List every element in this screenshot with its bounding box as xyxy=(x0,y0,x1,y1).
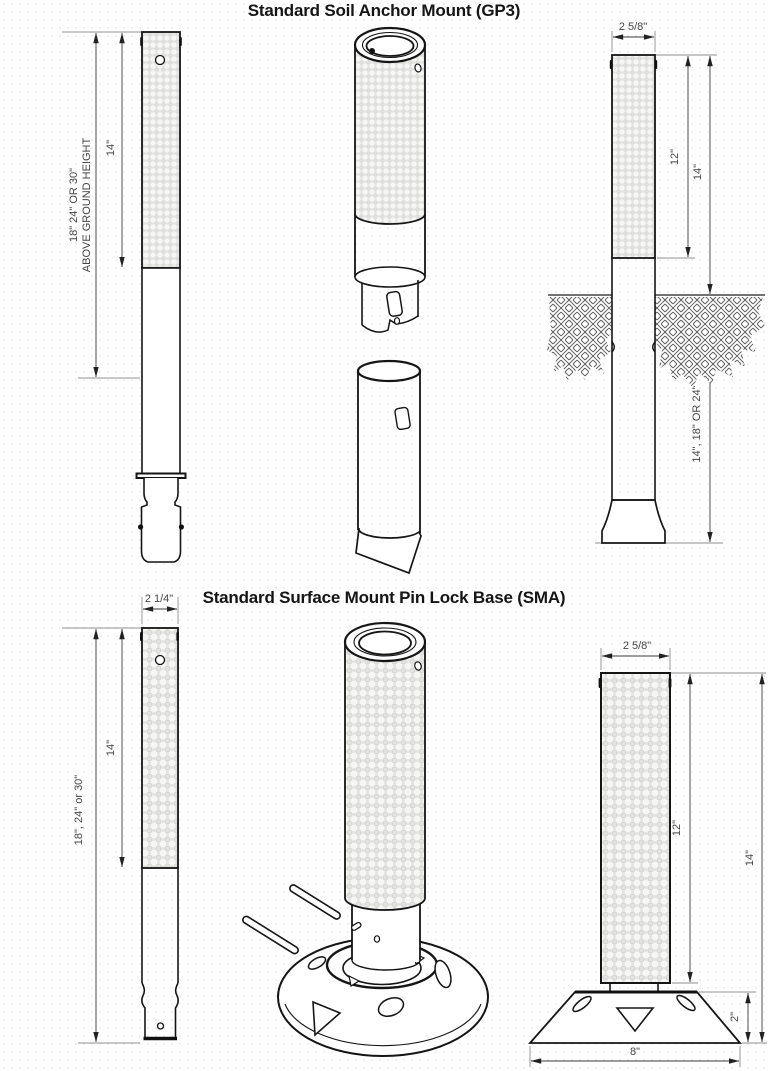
key-tab-left xyxy=(348,974,361,987)
gp3-lock-socket xyxy=(140,478,182,563)
gp3-isometric-view-drawing xyxy=(353,26,427,575)
gp3-below-ground-label: 14", 18" OR 24" xyxy=(691,385,703,462)
gp3-top-pin xyxy=(369,48,375,54)
sma-neck-right xyxy=(174,982,179,1038)
base-oval-hole-bottom xyxy=(377,996,405,1018)
sma-side-knurl-label: 12" xyxy=(671,820,683,836)
gp3-ground-sleeve xyxy=(355,359,422,575)
gp3-post-clip-left xyxy=(140,37,143,46)
sma-width-label: 2 1/4" xyxy=(145,593,173,605)
sma-overall-height-label: 18", 24" or 30" xyxy=(73,775,85,846)
lock-pin-2 xyxy=(242,915,299,955)
gp3-socket-pin-right xyxy=(178,524,184,530)
sma-front-dimensions: 2 1/4" 18", 24" or 30" 14" xyxy=(62,593,179,1044)
gp3-width-label: 2 5/8" xyxy=(619,21,647,33)
gp3-installed-post xyxy=(601,54,666,544)
base-triangle-cutout xyxy=(312,1000,342,1037)
base-oval-right xyxy=(676,994,696,1012)
gp3-sleeve-spade-tip xyxy=(355,527,422,575)
sma-side-view-drawing: 2 5/8" 12" 14" 2" 8" xyxy=(528,640,767,1067)
base-oval-hole-left xyxy=(307,956,327,970)
base-oval-hole-right xyxy=(434,959,452,989)
gp3-sleeve-crimp xyxy=(611,341,656,353)
sma-post-sleeve xyxy=(141,627,179,869)
sma-side-dimensions: 2 5/8" 12" 14" 2" 8" xyxy=(529,640,767,1067)
sma-neck-left xyxy=(141,982,146,1038)
sma-front-post xyxy=(140,627,179,1041)
lock-pin-1 xyxy=(289,884,341,920)
gp3-knurl-height-label: 12" xyxy=(669,149,681,165)
gp3-front-view-drawing: 18" 24" OR 30" ABOVE GROUND HEIGHT 14" xyxy=(62,31,187,563)
sma-lock-pins xyxy=(242,884,341,955)
gp3-overall-height-label-line2: ABOVE GROUND HEIGHT xyxy=(81,137,93,272)
gp3-front-dimensions: 18" 24" OR 30" ABOVE GROUND HEIGHT 14" xyxy=(62,31,142,379)
gp3-stem-bottom-edge xyxy=(361,315,419,333)
gp3-installed-view-drawing: 2 5/8" 12" 14" 14", 18" OR 24" xyxy=(547,21,765,544)
gp3-socket-pin-left xyxy=(138,524,144,530)
sma-isometric-view-drawing xyxy=(242,621,489,1057)
gp3-stem-window xyxy=(386,290,403,317)
sma-side-width-label: 2 5/8" xyxy=(623,640,651,652)
sma-lock-pin-hole xyxy=(156,1022,165,1030)
gp3-pin-hole xyxy=(154,54,166,66)
gp3-above-ground-label: 14" xyxy=(692,164,704,180)
gp3-installed-sleeve xyxy=(611,54,656,259)
gp3-sleeve-height-label: 14" xyxy=(105,140,117,156)
sma-base-width-label: 8" xyxy=(630,1046,640,1058)
base-triangle xyxy=(615,1007,655,1033)
base-oval-left xyxy=(572,995,592,1013)
gp3-stem-hole xyxy=(393,317,401,325)
gp3-overall-height-label-line1: 18" 24" OR 30" xyxy=(68,168,80,242)
soil-right xyxy=(655,297,765,388)
sma-side-overall-label: 14" xyxy=(744,850,756,866)
sma-front-view-drawing: 2 1/4" 18", 24" or 30" 14" xyxy=(62,593,179,1044)
gp3-section-title: Standard Soil Anchor Mount (GP3) xyxy=(247,1,521,20)
post-pin-boss xyxy=(350,921,362,931)
gp3-post-clip-right xyxy=(179,37,182,46)
sma-side-post xyxy=(598,672,672,992)
post-pin-hole xyxy=(373,935,381,943)
sma-section-title: Standard Surface Mount Pin Lock Base (SM… xyxy=(202,588,566,607)
gp3-collar xyxy=(135,472,187,479)
sma-side-sleeve xyxy=(600,672,671,984)
sma-sleeve-height-label: 14" xyxy=(105,740,117,756)
sma-3d-post xyxy=(343,621,427,971)
gp3-post-sleeve xyxy=(141,31,181,269)
base-rim-line xyxy=(284,1003,482,1047)
sma-pin-hole xyxy=(154,654,166,666)
gp3-3d-post xyxy=(353,26,427,333)
gp3-anchor-flare xyxy=(601,499,666,544)
sma-side-base xyxy=(528,990,742,1044)
gp3-sleeve-window xyxy=(394,406,411,430)
gp3-soil xyxy=(547,294,765,388)
gp3-post-lower xyxy=(141,267,181,475)
sma-side-hole xyxy=(414,661,422,671)
gp3-side-hole xyxy=(414,63,422,73)
sma-base-height-label: 2" xyxy=(729,1012,741,1022)
soil-left xyxy=(547,297,612,381)
gp3-front-post xyxy=(135,31,187,563)
